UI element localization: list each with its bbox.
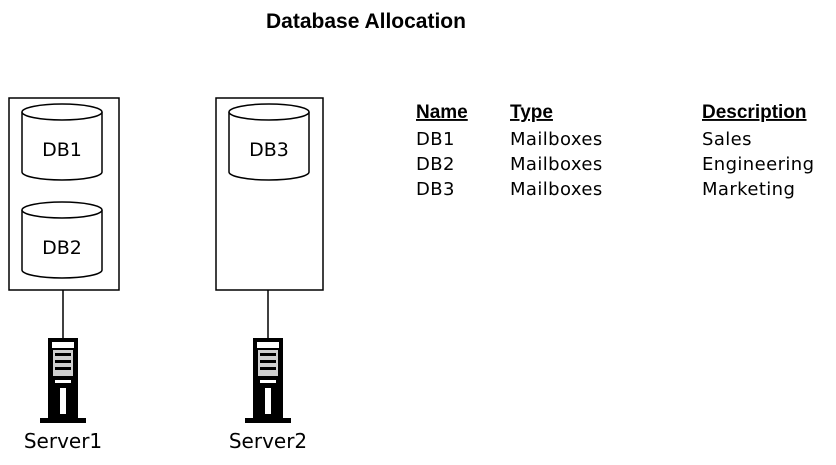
cell-db1-description: Sales xyxy=(702,129,752,150)
server1-label: Server1 xyxy=(24,429,102,453)
server-tower-icon xyxy=(245,338,291,423)
db-label-db1: DB1 xyxy=(42,139,82,161)
database-cylinder-icon: DB1 xyxy=(21,103,103,181)
server1-storage-box xyxy=(8,97,120,291)
database-cylinder-icon: DB3 xyxy=(228,103,310,181)
cell-db2-description: Engineering xyxy=(702,154,814,175)
server2-group: DB3 Server2 xyxy=(215,97,324,453)
cell-db3-type: Mailboxes xyxy=(510,179,603,200)
database-cylinder-icon: DB2 xyxy=(21,201,103,279)
header-type: Type xyxy=(510,102,553,123)
db-label-db3: DB3 xyxy=(249,139,289,161)
cell-db1-type: Mailboxes xyxy=(510,129,603,150)
server-tower-icon xyxy=(40,338,86,423)
server2-label: Server2 xyxy=(229,429,307,453)
diagram-title: Database Allocation xyxy=(266,10,466,33)
allocation-table: Name Type Description DB1 Mailboxes Sale… xyxy=(416,102,814,200)
header-name: Name xyxy=(416,102,468,123)
cell-db3-description: Marketing xyxy=(702,179,795,200)
server1-group: DB1 DB2 Server1 xyxy=(8,97,120,453)
server2-storage-box xyxy=(215,97,324,291)
db-label-db2: DB2 xyxy=(42,237,82,259)
cell-db1-name: DB1 xyxy=(416,129,455,150)
header-description: Description xyxy=(702,102,807,123)
cell-db2-name: DB2 xyxy=(416,154,455,175)
cell-db3-name: DB3 xyxy=(416,179,455,200)
cell-db2-type: Mailboxes xyxy=(510,154,603,175)
